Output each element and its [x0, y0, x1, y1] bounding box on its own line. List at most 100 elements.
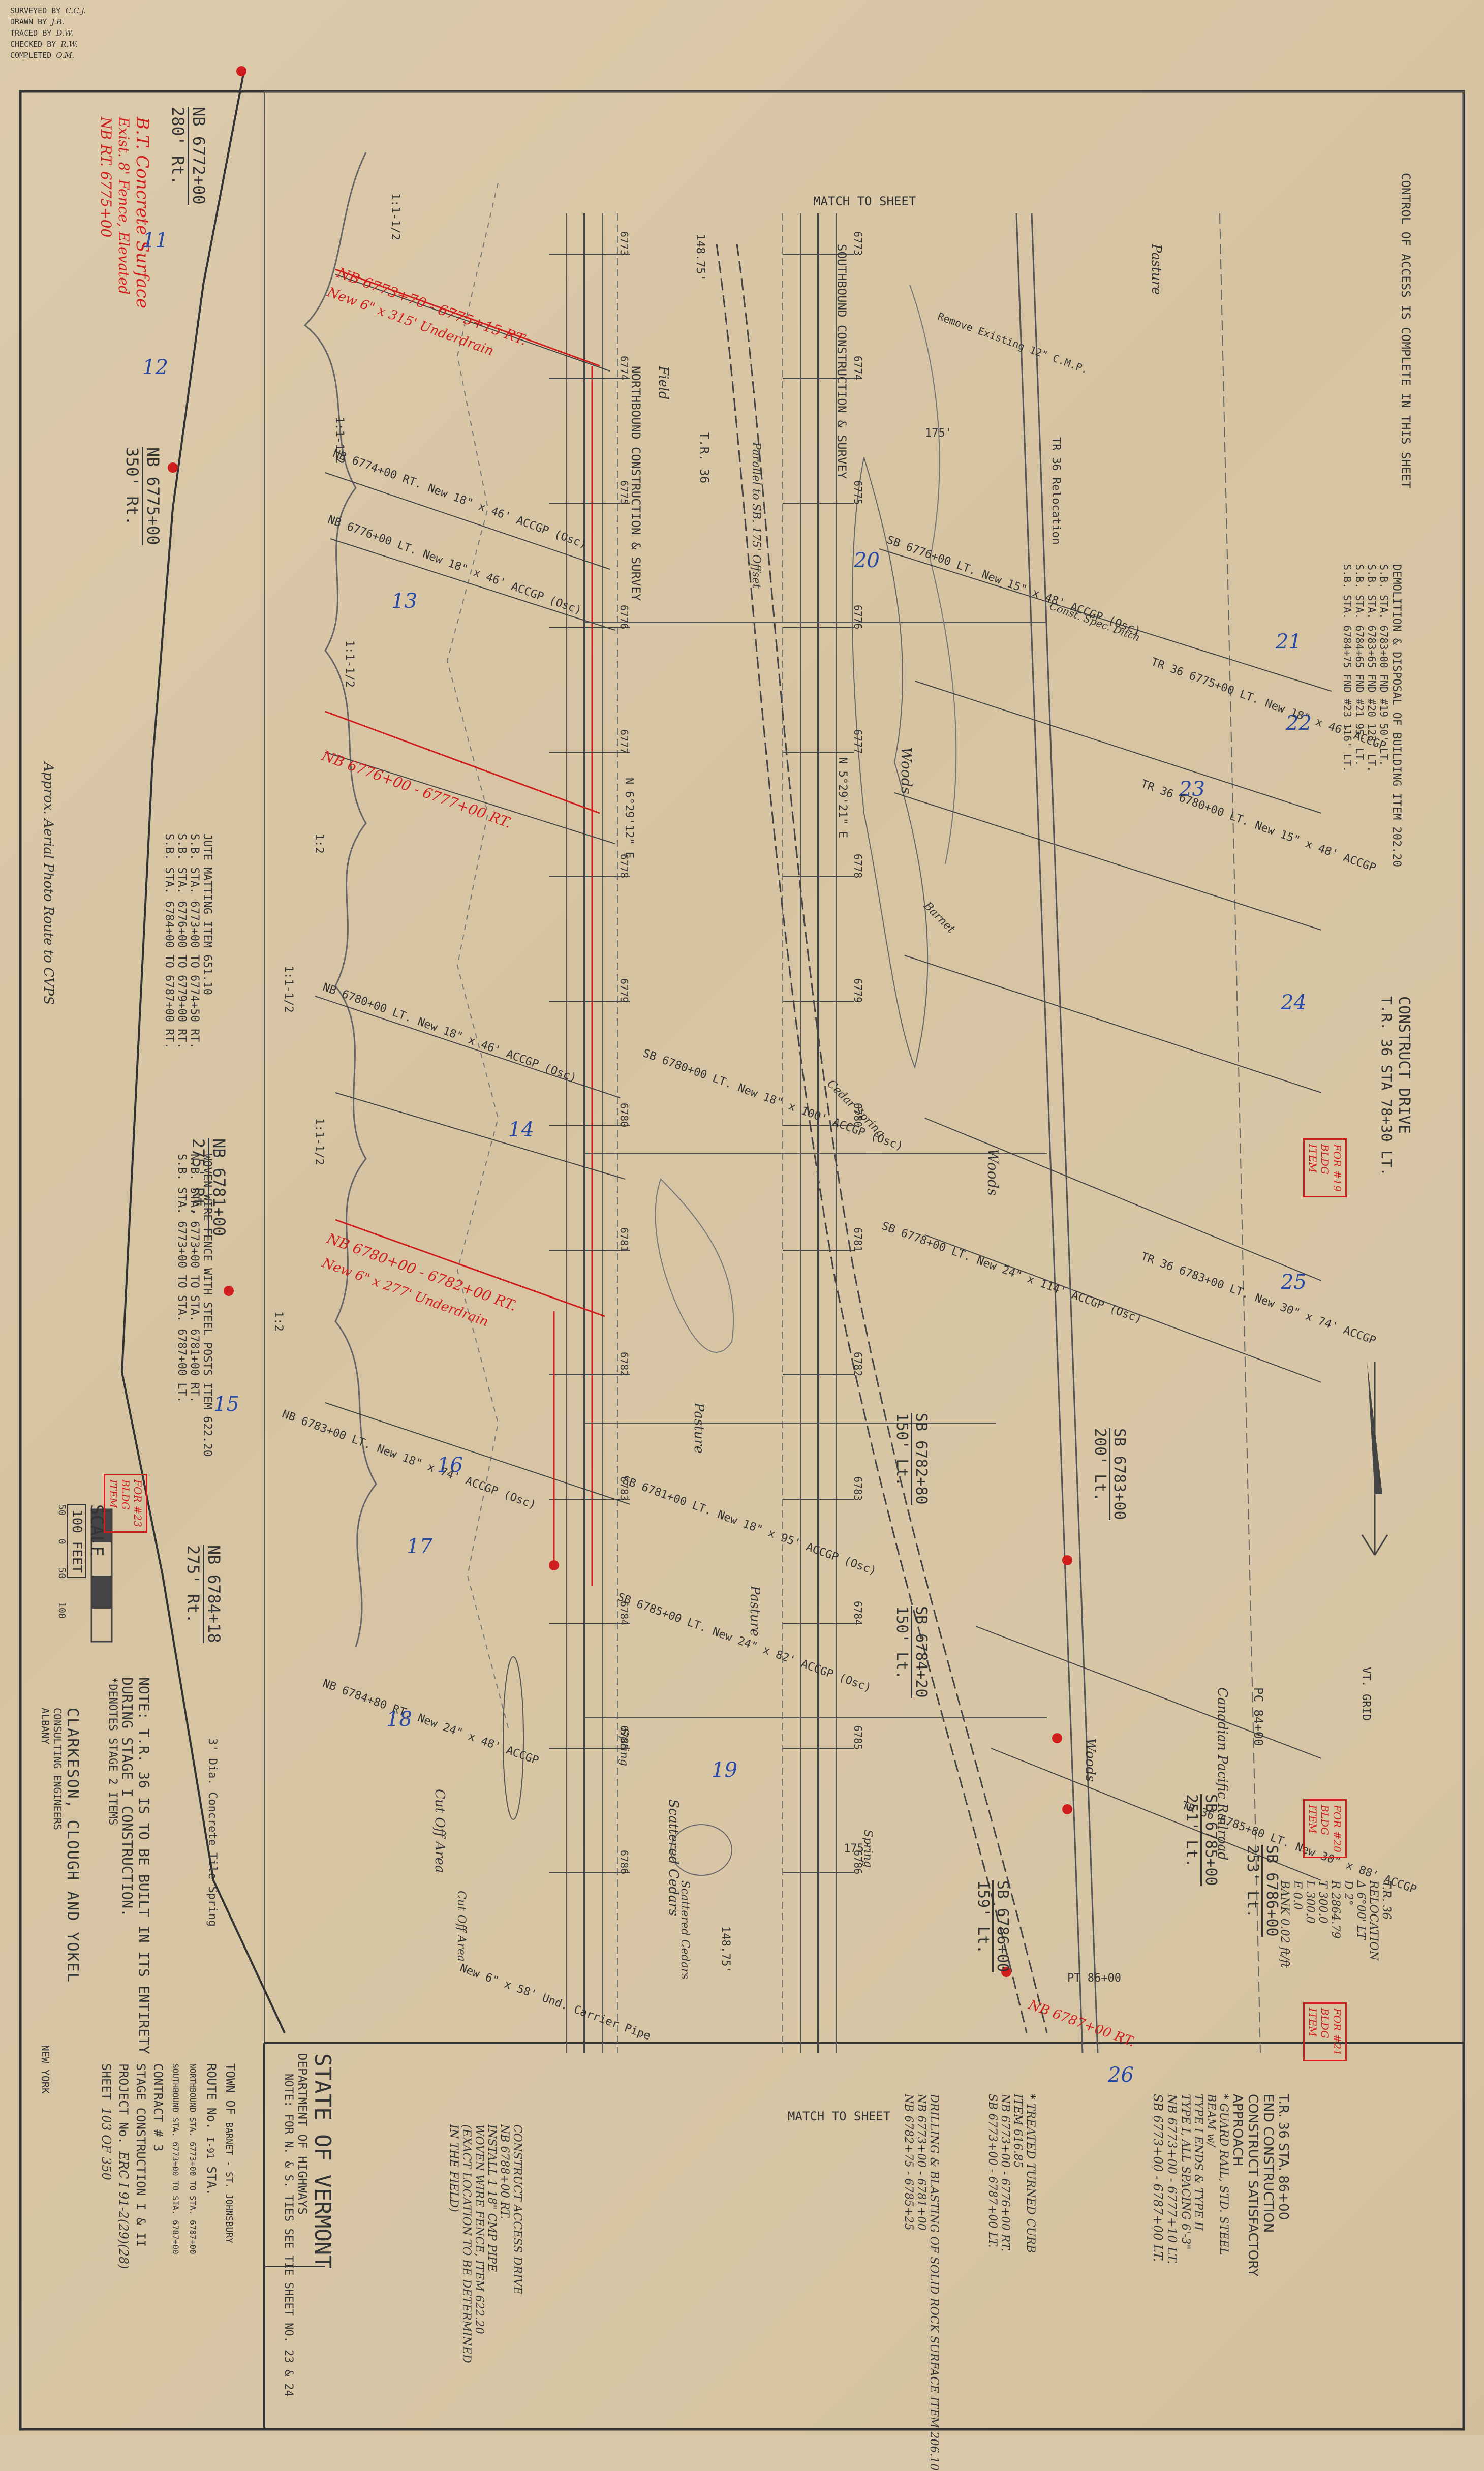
title-block: STATE OF VERMONT DEPARTMENT OF HIGHWAYS [295, 2053, 335, 2269]
area-label: Woods [984, 1149, 1001, 1196]
turf-note: * TREATED TURNED CURB ITEM 616.85 NB 677… [986, 2094, 1037, 2253]
feature-box-line: FOR #23 [132, 1479, 144, 1527]
station-marker-text: NB 6775+00 [142, 447, 163, 545]
stage-line: DURING STAGE I CONSTRUCTION. [119, 1677, 136, 1918]
area-label: Woods [1083, 1738, 1098, 1782]
title-field: SHEET 103 OF 350 [99, 2063, 113, 2180]
area-label: Pasture [1149, 244, 1164, 295]
station-marker-offset: 253' Lt. [1244, 1845, 1261, 1919]
station-marker: SB 6783+00 200' Lt. [1091, 1428, 1128, 1520]
scale-bar [90, 1508, 113, 1643]
ties-note: NOTE: FOR N. & S. TIES SEE TIE SHEET NO.… [282, 2074, 295, 2397]
access-row: (EXACT LOCATION TO BE DETERMINED [460, 2124, 473, 2363]
feature-box: FOR #19 BLDG ITEM [1303, 1138, 1347, 1197]
demolition-row: S.B. STA. 6783+00 FND #19 50' LT. [1378, 564, 1390, 766]
station-marker: SB 6782+80 150' Lt. [893, 1413, 930, 1505]
stamp-row: CHECKED BY R.W. [10, 40, 78, 49]
station-marker-offset: 280' Rt. [168, 107, 188, 186]
access-title: CONSTRUCT ACCESS DRIVE [511, 2124, 523, 2295]
blue-number: 20 [854, 549, 880, 572]
dim-label: 148.75' [719, 1926, 732, 1973]
station-marker-text: SB 6786+00 [1261, 1845, 1281, 1937]
tr36-curve-data: T.R. 36 RELOCATION Δ 6°00' LT D 2° R 286… [1278, 1880, 1393, 1972]
station-marker-text: SB 6783+00 [1109, 1428, 1128, 1520]
tr36-label: T.R. 36 [697, 432, 712, 484]
drilling-row: NB 6782+75 - 6785+25 [902, 2094, 915, 2231]
turf-row: NB 6773+00 - 6776+00 RT. [999, 2094, 1011, 2252]
title-field: CONTRACT # 3 [151, 2063, 165, 2152]
scale-ticks: 50 0 50 100 [56, 1504, 67, 1619]
pt-label: PT 86+00 [1067, 1972, 1121, 1985]
engineers-city: NEW YORK [39, 2045, 51, 2094]
sb-station: 6774 [852, 356, 864, 381]
feature-box-line: BLDG [1319, 2008, 1331, 2038]
slope-label: 1:2 [272, 1311, 285, 1332]
title-field: STAGE CONSTRUCTION I & II [134, 2063, 148, 2247]
station-ticks [549, 254, 854, 1873]
station-marker-text: SB 6782+80 [911, 1413, 930, 1505]
stamp-row: COMPLETED O.M. [10, 51, 75, 60]
turf-row: SB 6773+00 - 6787+00 LT. [986, 2094, 999, 2248]
sb-station: 6785 [852, 1725, 864, 1750]
fence-note: WOVEN WIRE FENCE WITH STEEL POSTS ITEM 6… [175, 1154, 213, 1457]
blue-number: 24 [1281, 991, 1307, 1014]
feature-box-line: FOR #19 [1331, 1144, 1343, 1192]
feature-box-line: BLDG [1319, 1805, 1331, 1835]
survey-stamp: SURVEYED BY C.C.J. DRAWN BY J.B. TRACED … [10, 5, 86, 61]
guard-rail-row: NB 6773+00 - 6777+10 LT. [1165, 2094, 1179, 2264]
nb-station: 6778 [618, 854, 630, 879]
title-field: NORTHBOUND STA. 6773+00 TO STA. 6787+00 [188, 2063, 198, 2254]
slope-label: 1:1-1/2 [333, 417, 346, 464]
nb-station: 6774 [618, 356, 630, 381]
misc-label: TR 36 Relocation [1049, 437, 1062, 545]
fence-title: WOVEN WIRE FENCE WITH STEEL POSTS ITEM 6… [201, 1154, 213, 1457]
area-label: Woods [898, 747, 915, 794]
slope-label: 1:1-1/2 [389, 193, 401, 240]
sb-bearing: N 5°29'21" E [836, 757, 849, 838]
blue-number: 19 [712, 1758, 737, 1782]
nb-station: 6786 [618, 1850, 630, 1875]
curve-row: L 300.0 [1304, 1880, 1316, 1924]
station-marker-offset: 350' Rt. [122, 447, 142, 526]
scale-feet: 100 FEET [67, 1504, 86, 1579]
access-note: CONTROL OF ACCESS IS COMPLETE IN THIS SH… [1399, 173, 1413, 489]
engineers-city: ALBANY [39, 1708, 51, 1745]
station-marker-offset: 150' Lt. [893, 1606, 911, 1680]
blue-number: 26 [1108, 2063, 1134, 2087]
station-marker-text: SB 6786+00 [992, 1880, 1011, 1972]
access-row: NB 6788+00 RT. [498, 2124, 511, 2219]
nb-station: 6779 [618, 978, 630, 1003]
feature-box-line: FOR #21 [1331, 2008, 1343, 2056]
guard-rail-line: * GUARD RAIL, STD. STEEL BEAM w/ [1204, 2094, 1230, 2256]
drilling-note: DRILLING & BLASTING OF SOLID ROCK SURFAC… [902, 2094, 940, 2471]
construct-drive-note: CONSTRUCT DRIVE T.R. 36 STA 78+30 LT. [1378, 996, 1413, 1176]
nb-station: 6773 [618, 231, 630, 256]
demolition-note: DEMOLITION & DISPOSAL OF BUILDING ITEM 2… [1341, 564, 1403, 981]
nb-station: 6781 [618, 1227, 630, 1252]
station-marker-text: NB 6784+18 [203, 1545, 224, 1643]
access-row: INSTALL 1 18" CMP PIPE [485, 2124, 498, 2272]
feature-box-line: BLDG [119, 1479, 132, 1510]
end-note-line: CONSTRUCT SATISFACTORY APPROACH [1230, 2094, 1260, 2277]
feature-box: FOR #21 BLDG ITEM [1303, 2002, 1347, 2061]
jute-row: S.B. STA. 6776+00 TO 6779+00 RT. [175, 833, 188, 1049]
title-field: PROJECT No. ERC I 91-2(29)(28) [116, 2063, 131, 2269]
feature-box-line: ITEM [1307, 1144, 1319, 1173]
feature-box: FOR #20 BLDG ITEM [1303, 1799, 1347, 1858]
title-field: TOWN OF BARNET - ST. JOHNSBURY [223, 2063, 237, 2244]
dim-label: 148.75' [694, 234, 706, 281]
guard-rail-line: TYPE I, ALL SPACING 6'-3" [1179, 2094, 1192, 2250]
feature-box-line: ITEM [1307, 2008, 1319, 2037]
sb-station: 6776 [852, 605, 864, 630]
title-field: ROUTE No. I-91 STA. [204, 2063, 219, 2196]
sb-station: 6773 [852, 231, 864, 256]
red-note: Exist. 8' Fence, Elevated [115, 117, 132, 295]
woods-outline [851, 457, 929, 1069]
feature-box: FOR #23 BLDG ITEM [104, 1474, 147, 1533]
tr36-road [716, 243, 1028, 2033]
guard-rail-row: SB 6773+00 - 6787+00 LT. [1151, 2094, 1165, 2262]
stamp-row: TRACED BY D.W. [10, 28, 74, 38]
nb-station: 6776 [618, 605, 630, 630]
